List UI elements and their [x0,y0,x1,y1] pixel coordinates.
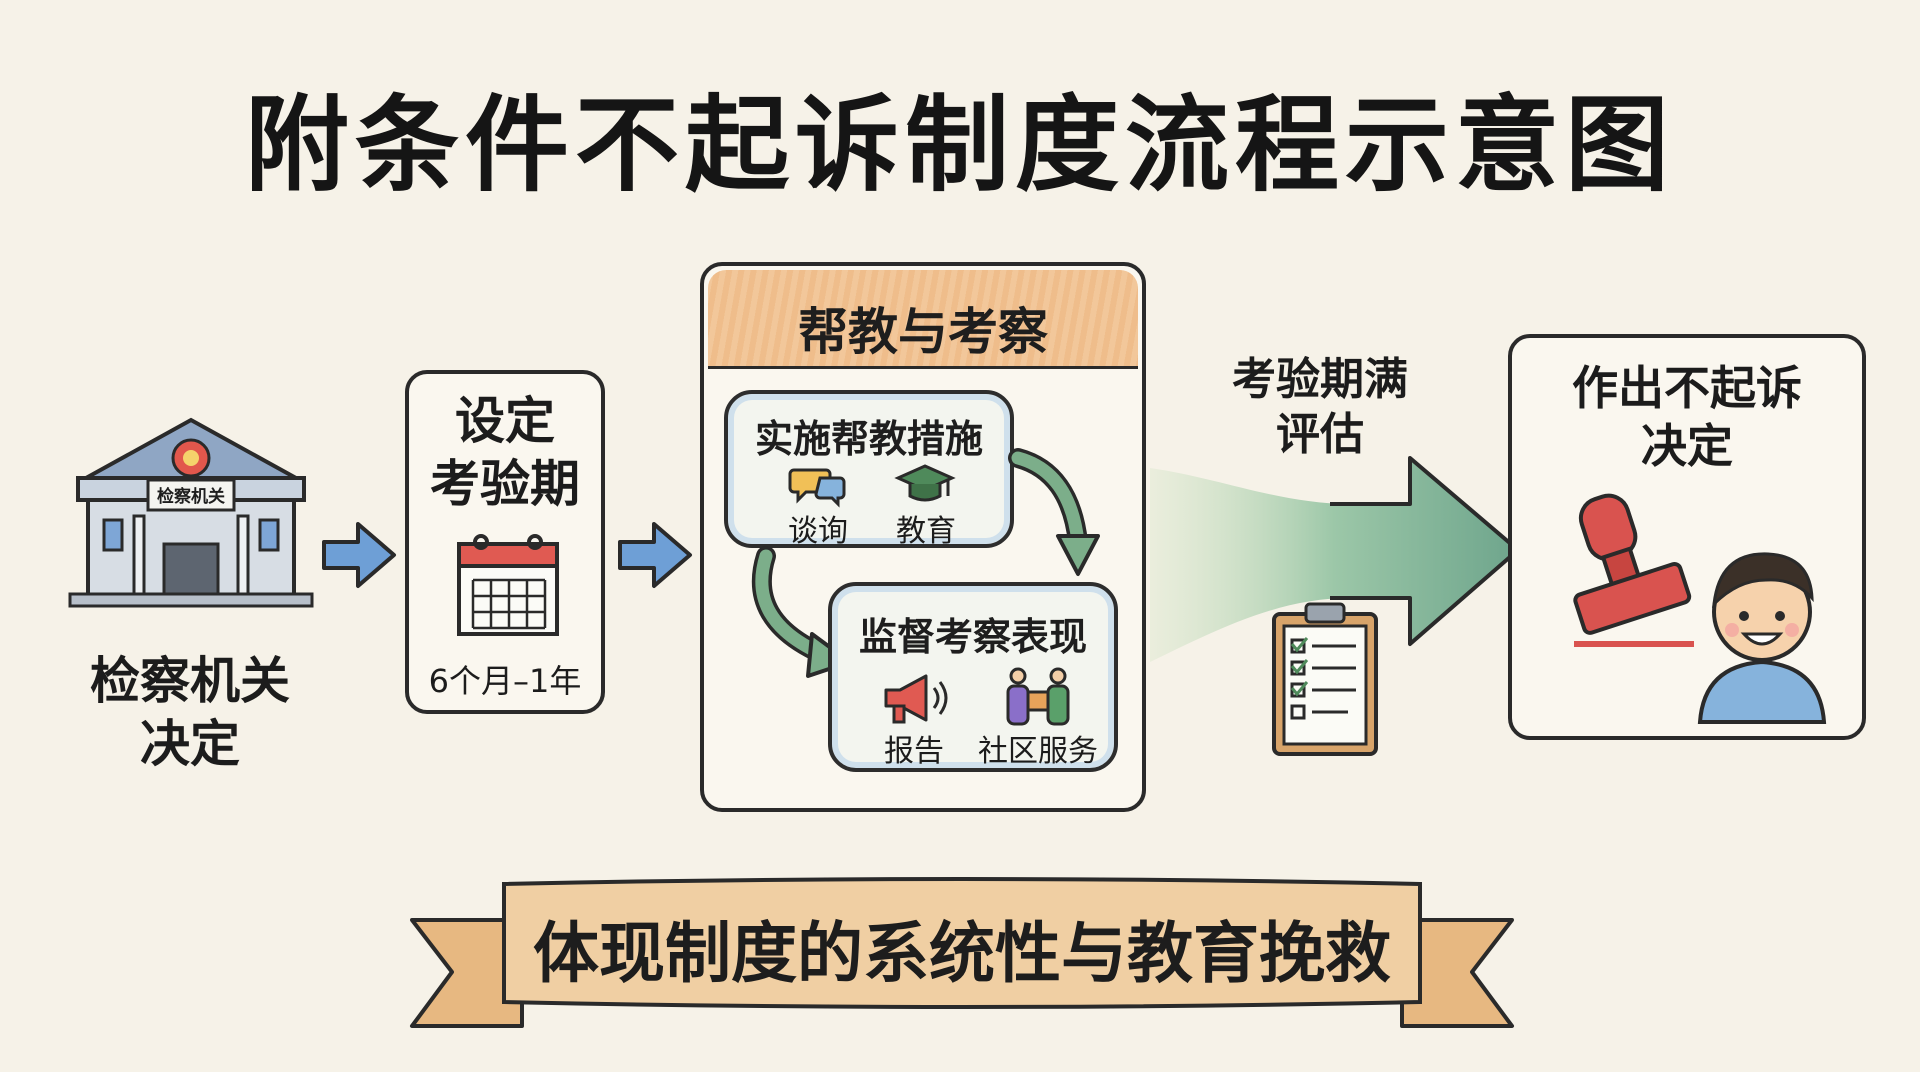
smiling-youth-icon [1697,552,1827,724]
graduation-cap-icon [894,464,956,502]
supervision-item-report: 报告 [884,734,944,769]
step2-label-line2: 考验期 [430,454,580,513]
measures-title: 实施帮教措施 [754,417,983,461]
step4-label-line1: 考验期满 [1232,354,1408,405]
ribbon-banner [410,877,1514,1028]
chat-bubbles-icon [788,468,846,508]
step2-label-line1: 设定 [455,392,555,450]
step1-caption-line1: 检察机关 [90,652,290,710]
step1-caption-line2: 决定 [140,714,240,773]
calendar-icon [457,534,559,636]
page-title: 附条件不起诉制度流程示意图 [244,84,1675,206]
community-service-icon [1006,667,1070,726]
step4-label-line2: 评估 [1276,409,1364,460]
step3-header-band [708,270,1138,369]
megaphone-icon [884,674,948,724]
flow-arrow-2 [618,522,692,588]
step5-box: 作出不起诉 决定 [1508,334,1866,740]
step3-header: 帮教与考察 [798,303,1048,361]
checklist-clipboard-icon [1272,602,1378,756]
probation-duration: 6个月–1年 [428,662,582,700]
step2-box: 设定 考验期 6个月–1年 [405,370,605,714]
step5-label-line2: 决定 [1641,418,1733,473]
supervision-title: 监督考察表现 [858,615,1087,659]
cycle-arrows [752,448,1100,678]
step5-label-line1: 作出不起诉 [1572,361,1802,415]
supervision-item-community: 社区服务 [978,734,1098,769]
building-sign: 检察机关 [157,487,225,507]
measure-item-education: 教育 [896,514,956,549]
stamp-icon [1573,493,1694,647]
measures-box: 实施帮教措施 谈询 教育 [724,390,1014,549]
step4-label: 考验期满 评估 [1180,352,1460,462]
procuratorate-building-icon [68,417,314,608]
step1-caption: 检察机关 决定 [40,650,340,775]
supervision-box: 监督考察表现 报告 社区服务 [828,582,1118,772]
flow-arrow-1 [322,522,396,588]
measure-item-talk: 谈询 [788,514,848,549]
banner-text: 体现制度的系统性与教育挽救 [533,915,1391,992]
